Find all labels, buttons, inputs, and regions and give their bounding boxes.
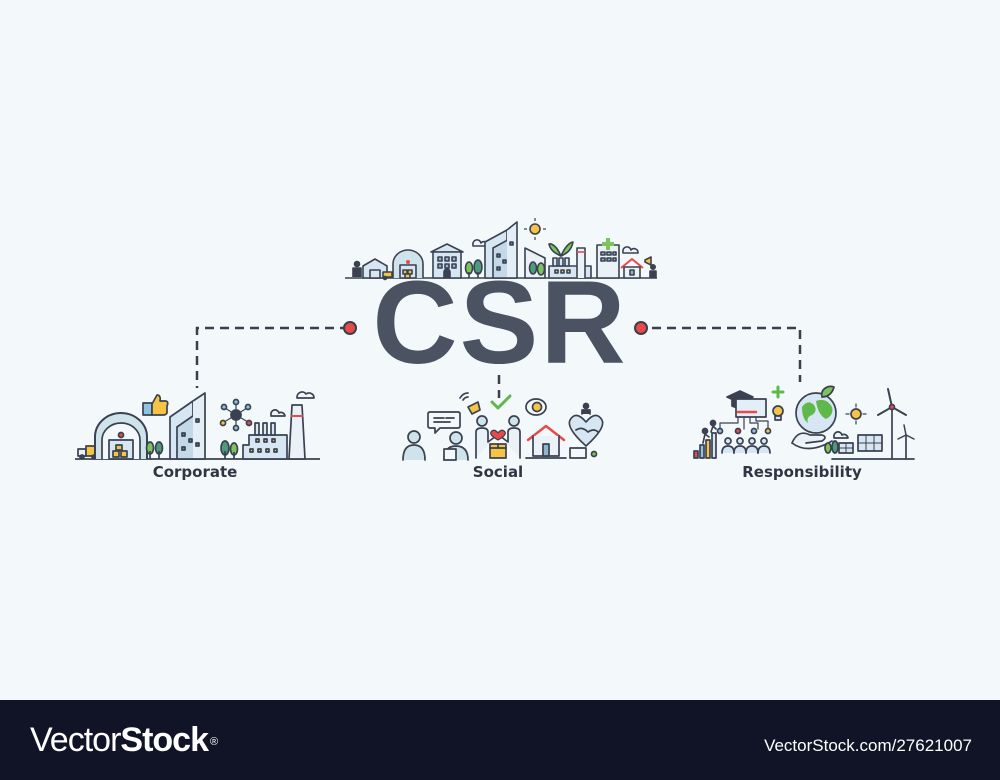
- label-responsibility: Responsibility: [742, 463, 862, 481]
- registered-mark: ®: [209, 736, 218, 748]
- watermark-footer: VectorStock® VectorStock.com/27621007: [0, 700, 1000, 780]
- social-illustration-icon: [402, 392, 604, 461]
- csr-title: CSR: [372, 257, 628, 389]
- vectorstock-logo[interactable]: VectorStock®: [30, 720, 218, 760]
- label-social: Social: [472, 463, 524, 481]
- brand-bold: Stock: [120, 721, 209, 759]
- diagram-canvas: CSR: [75, 218, 915, 481]
- responsibility-illustration-icon: [693, 385, 915, 460]
- connector-lines: [195, 321, 802, 398]
- connector-responsibility: [652, 326, 802, 382]
- node-right-icon: [634, 321, 648, 335]
- connector-corporate: [195, 326, 349, 388]
- city-skyline-icon: [345, 218, 657, 281]
- label-corporate: Corporate: [152, 463, 238, 481]
- node-left-icon: [343, 321, 357, 335]
- image-reference-link[interactable]: VectorStock.com/27621007: [764, 736, 972, 755]
- brand-light: Vector: [30, 721, 121, 759]
- corporate-illustration-icon: [75, 391, 320, 460]
